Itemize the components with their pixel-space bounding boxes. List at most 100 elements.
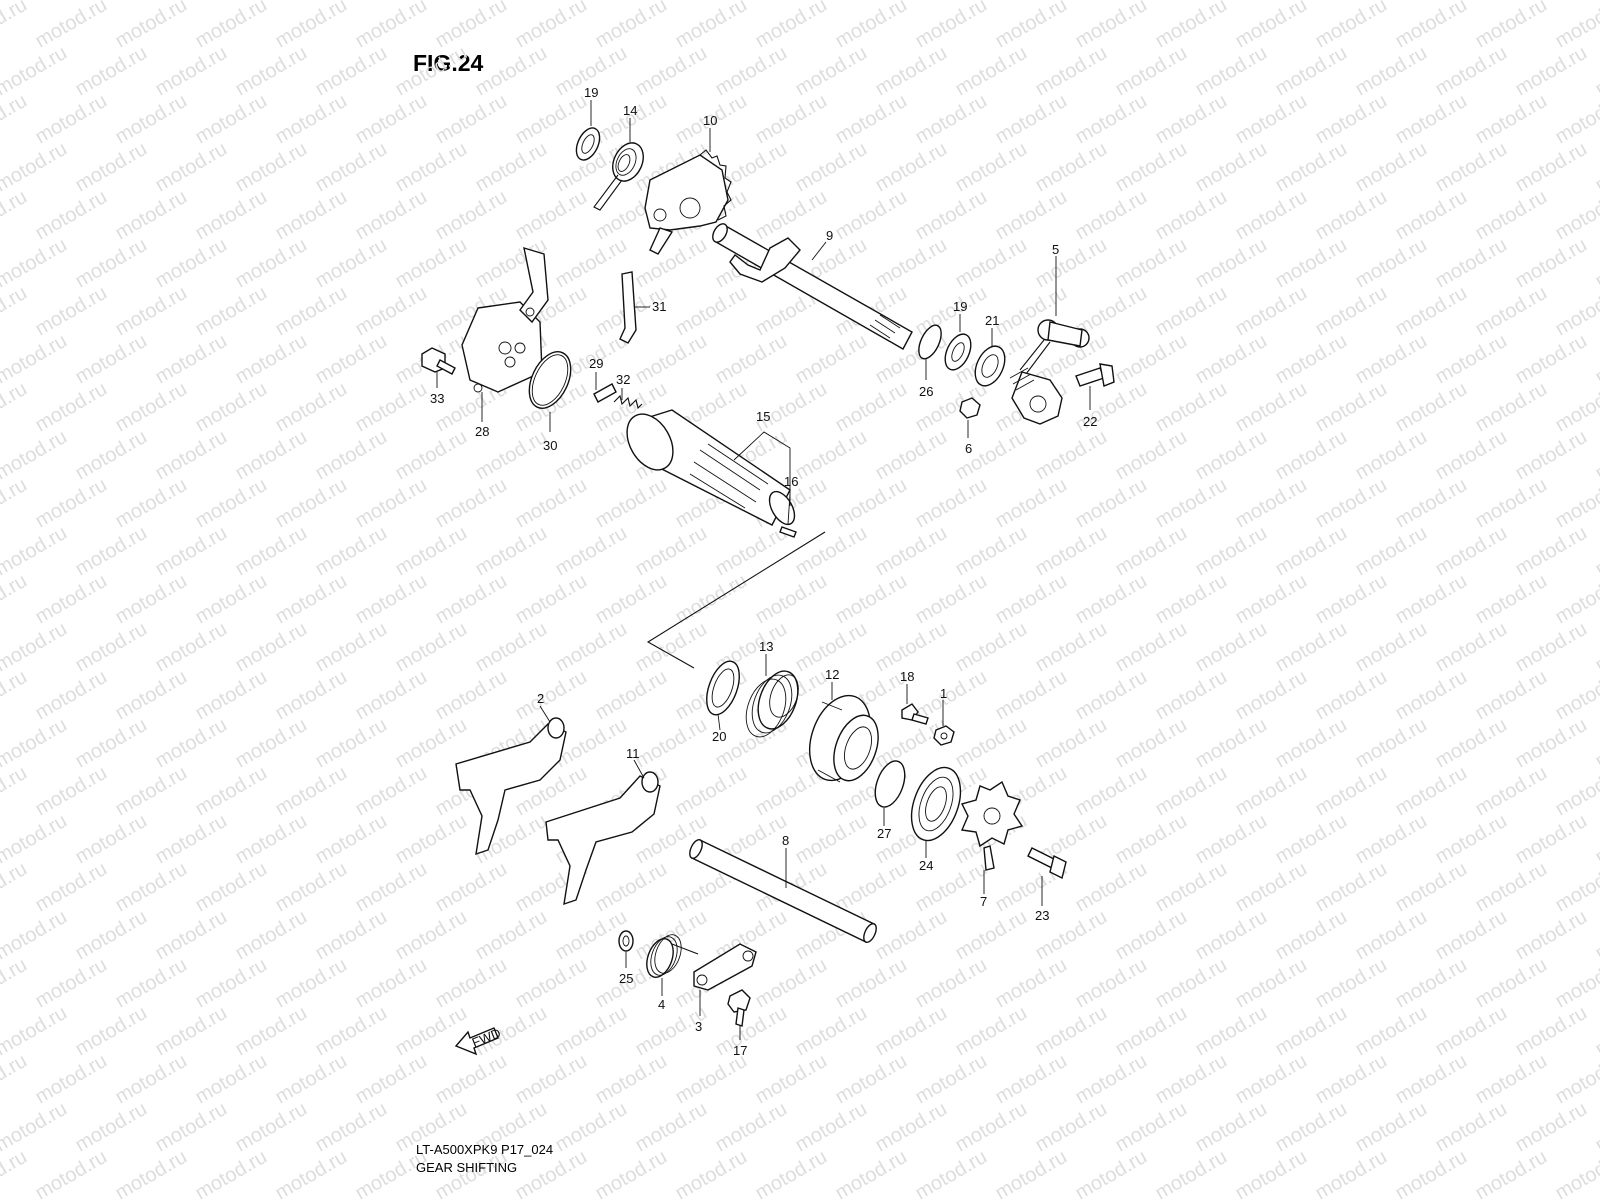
circlip-27 bbox=[874, 760, 906, 808]
watermark-text: motod.ru bbox=[832, 186, 911, 245]
watermark-text: motod.ru bbox=[192, 666, 271, 725]
watermark-text: motod.ru bbox=[112, 570, 191, 629]
watermark-text: motod.ru bbox=[152, 714, 231, 773]
watermark-text: motod.ru bbox=[232, 426, 311, 485]
watermark-text: motod.ru bbox=[872, 42, 951, 101]
watermark-text: motod.ru bbox=[392, 522, 471, 581]
watermark-text: motod.ru bbox=[1192, 234, 1271, 293]
watermark-text: motod.ru bbox=[912, 666, 991, 725]
watermark-text: motod.ru bbox=[152, 1098, 231, 1157]
watermark-text: motod.ru bbox=[152, 522, 231, 581]
watermark-text: motod.ru bbox=[1232, 90, 1311, 149]
watermark-text: motod.ru bbox=[1032, 426, 1111, 485]
callout-18: 18 bbox=[900, 669, 914, 684]
fork-shaft-8 bbox=[689, 838, 877, 944]
watermark-text: motod.ru bbox=[112, 666, 191, 725]
watermark-text: motod.ru bbox=[432, 90, 511, 149]
callout-1: 1 bbox=[940, 686, 947, 701]
watermark-text: motod.ru bbox=[1472, 1050, 1551, 1109]
watermark-text: motod.ru bbox=[1592, 426, 1600, 485]
watermark-text: motod.ru bbox=[792, 138, 871, 197]
watermark-text: motod.ru bbox=[1472, 282, 1551, 341]
watermark-text: motod.ru bbox=[1192, 1002, 1271, 1061]
assembly-connection-line bbox=[646, 531, 826, 669]
watermark-text: motod.ru bbox=[1392, 186, 1471, 245]
watermark-text: motod.ru bbox=[32, 858, 111, 917]
shift-fork-2 bbox=[455, 717, 567, 856]
watermark-text: motod.ru bbox=[152, 618, 231, 677]
watermark-text: motod.ru bbox=[0, 90, 31, 149]
watermark-text: motod.ru bbox=[1352, 1098, 1431, 1157]
watermark-text: motod.ru bbox=[192, 1146, 271, 1200]
watermark-text: motod.ru bbox=[512, 570, 591, 629]
watermark-text: motod.ru bbox=[192, 1050, 271, 1109]
watermark-text: motod.ru bbox=[0, 666, 31, 725]
watermark-text: motod.ru bbox=[872, 1098, 951, 1157]
watermark-text: motod.ru bbox=[1592, 42, 1600, 101]
watermark-text: motod.ru bbox=[1392, 90, 1471, 149]
watermark-text: motod.ru bbox=[312, 426, 391, 485]
watermark-text: motod.ru bbox=[0, 618, 71, 677]
watermark-text: motod.ru bbox=[1352, 618, 1431, 677]
watermark-text: motod.ru bbox=[1192, 1098, 1271, 1157]
watermark-text: motod.ru bbox=[632, 1098, 711, 1157]
watermark-text: motod.ru bbox=[392, 426, 471, 485]
watermark-text: motod.ru bbox=[1152, 282, 1231, 341]
watermark-text: motod.ru bbox=[72, 522, 151, 581]
watermark-text: motod.ru bbox=[1392, 282, 1471, 341]
watermark-text: motod.ru bbox=[1432, 714, 1511, 773]
watermark-text: motod.ru bbox=[592, 90, 671, 149]
watermark-text: motod.ru bbox=[32, 474, 111, 533]
watermark-text: motod.ru bbox=[272, 954, 351, 1013]
watermark-text: motod.ru bbox=[392, 138, 471, 197]
watermark-text: motod.ru bbox=[392, 234, 471, 293]
watermark-text: motod.ru bbox=[1232, 186, 1311, 245]
watermark-text: motod.ru bbox=[432, 954, 511, 1013]
watermark-text: motod.ru bbox=[1352, 330, 1431, 389]
watermark-text: motod.ru bbox=[752, 186, 831, 245]
watermark-text: motod.ru bbox=[152, 426, 231, 485]
watermark-text: motod.ru bbox=[0, 954, 31, 1013]
watermark-text: motod.ru bbox=[1392, 1146, 1471, 1200]
watermark-text: motod.ru bbox=[1472, 474, 1551, 533]
watermark-text: motod.ru bbox=[832, 0, 911, 52]
watermark-text: motod.ru bbox=[272, 570, 351, 629]
watermark-text: motod.ru bbox=[1432, 426, 1511, 485]
watermark-text: motod.ru bbox=[32, 378, 111, 437]
watermark-text: motod.ru bbox=[1552, 1146, 1600, 1200]
watermark-text: motod.ru bbox=[272, 0, 351, 52]
callout-31: 31 bbox=[652, 299, 666, 314]
watermark-text: motod.ru bbox=[912, 954, 991, 1013]
spring-4 bbox=[646, 934, 699, 978]
watermark-text: motod.ru bbox=[992, 0, 1071, 52]
callout-9: 9 bbox=[826, 228, 833, 243]
watermark-text: motod.ru bbox=[1072, 1146, 1151, 1200]
spring-14 bbox=[593, 142, 644, 211]
watermark-text: motod.ru bbox=[1312, 90, 1391, 149]
watermark-text: motod.ru bbox=[832, 570, 911, 629]
watermark-text: motod.ru bbox=[472, 906, 551, 965]
watermark-text: motod.ru bbox=[1232, 570, 1311, 629]
watermark-text: motod.ru bbox=[1072, 474, 1151, 533]
watermark-text: motod.ru bbox=[112, 378, 191, 437]
watermark-text: motod.ru bbox=[712, 330, 791, 389]
watermark-text: motod.ru bbox=[912, 0, 991, 52]
watermark-text: motod.ru bbox=[1352, 522, 1431, 581]
watermark-text: motod.ru bbox=[1232, 858, 1311, 917]
watermark-text: motod.ru bbox=[112, 762, 191, 821]
watermark-text: motod.ru bbox=[1152, 954, 1231, 1013]
watermark-text: motod.ru bbox=[1192, 714, 1271, 773]
watermark-text: motod.ru bbox=[1392, 666, 1471, 725]
watermark-text: motod.ru bbox=[232, 714, 311, 773]
stopper-arm-3 bbox=[693, 943, 757, 991]
watermark-text: motod.ru bbox=[1192, 330, 1271, 389]
watermark-text: motod.ru bbox=[752, 0, 831, 52]
watermark-text: motod.ru bbox=[1112, 618, 1191, 677]
watermark-text: motod.ru bbox=[1112, 810, 1191, 869]
watermark-text: motod.ru bbox=[112, 0, 191, 52]
watermark-text: motod.ru bbox=[1032, 138, 1111, 197]
callout-16: 16 bbox=[784, 474, 798, 489]
watermark-text: motod.ru bbox=[1312, 666, 1391, 725]
callout-7: 7 bbox=[980, 894, 987, 909]
bolt-22 bbox=[1075, 363, 1115, 387]
